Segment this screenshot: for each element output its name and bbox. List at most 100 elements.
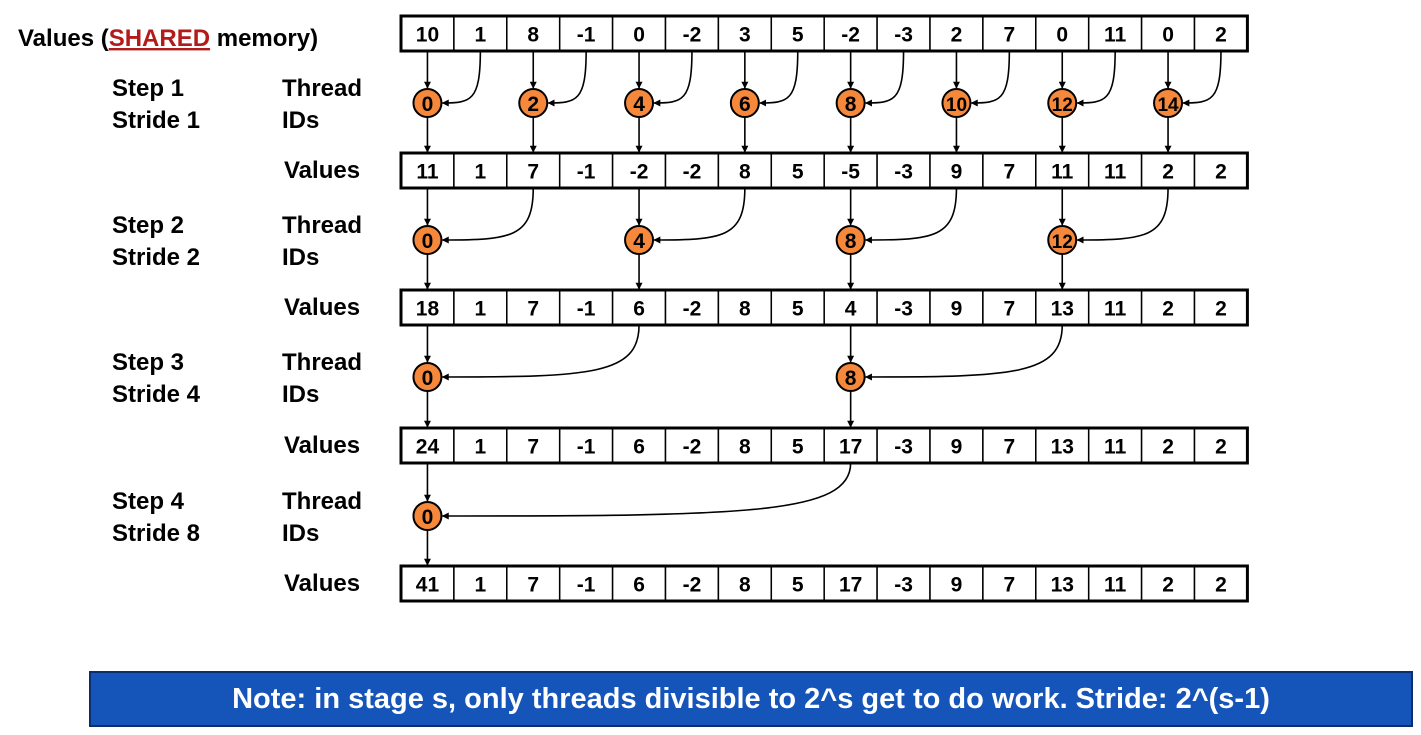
array-cell-value: 9 bbox=[951, 161, 963, 184]
arrow-curve bbox=[1182, 50, 1222, 107]
array-cell-value: 2 bbox=[1162, 574, 1174, 597]
array-cell bbox=[929, 152, 984, 189]
array-cell-value: 2 bbox=[1162, 161, 1174, 184]
thread-circle bbox=[518, 88, 549, 118]
array-cell-value: 7 bbox=[1004, 574, 1016, 597]
array-cell bbox=[1193, 289, 1249, 326]
thread-id: 0 bbox=[422, 506, 434, 529]
array-cell-value: 7 bbox=[527, 161, 539, 184]
array-cell-value: 11 bbox=[1104, 436, 1127, 459]
thread-id: 8 bbox=[845, 230, 857, 253]
array-cell-value: 7 bbox=[1004, 24, 1016, 47]
array-cell-value: -1 bbox=[577, 574, 596, 597]
array-cell-value: 5 bbox=[792, 24, 804, 47]
array-cell-value: -2 bbox=[683, 574, 702, 597]
thread-circle bbox=[412, 501, 443, 531]
array-cell-value: 11 bbox=[1104, 161, 1127, 184]
array-cell bbox=[823, 565, 878, 602]
array-cell bbox=[982, 565, 1037, 602]
array-cell-value: 8 bbox=[739, 161, 751, 184]
arrow-curve bbox=[864, 324, 1064, 381]
thread-id: 0 bbox=[422, 367, 434, 390]
arrow-curve bbox=[864, 50, 905, 107]
array-cell-value: 6 bbox=[633, 436, 645, 459]
thread-circle bbox=[624, 225, 655, 255]
thread-ids-label: IDs bbox=[282, 381, 319, 408]
array-cell-value: 1 bbox=[475, 298, 487, 321]
array-cell bbox=[1140, 152, 1196, 189]
array-cell-value: -2 bbox=[683, 24, 702, 47]
array-cell-value: 2 bbox=[1215, 574, 1227, 597]
array-cell-value: -1 bbox=[577, 24, 596, 47]
values-row-label: Values bbox=[284, 570, 360, 597]
thread-circle bbox=[1047, 225, 1078, 255]
array-cell bbox=[611, 427, 667, 464]
array-cell-value: 5 bbox=[792, 574, 804, 597]
thread-circle bbox=[729, 88, 760, 118]
array-cell bbox=[770, 15, 825, 52]
arrow-curve bbox=[1076, 50, 1116, 107]
array-cell-value: 7 bbox=[527, 436, 539, 459]
thread-id: 12 bbox=[1052, 95, 1073, 116]
thread-circle bbox=[835, 362, 866, 392]
thread-node: 4 bbox=[624, 225, 655, 255]
arrow-curve bbox=[441, 187, 535, 244]
array-cell-value: -2 bbox=[630, 161, 649, 184]
array-cell-value: 17 bbox=[839, 436, 862, 459]
note-box: Note: in stage s, only threads divisible… bbox=[89, 671, 1413, 727]
thread-circle bbox=[624, 88, 655, 118]
array-cell-value: 4 bbox=[845, 298, 857, 321]
array-cell-value: 8 bbox=[527, 24, 539, 47]
array-cell-value: 24 bbox=[416, 436, 440, 459]
stride-label: Stride 1 bbox=[112, 107, 200, 134]
step-label: Step 2 bbox=[112, 212, 184, 239]
arrow-curve bbox=[970, 50, 1011, 107]
array-cell-value: 13 bbox=[1051, 436, 1074, 459]
array-cell-value: 7 bbox=[1004, 436, 1016, 459]
arrow-curve bbox=[441, 324, 640, 381]
thread-node: 8 bbox=[835, 362, 866, 392]
array-cell bbox=[506, 565, 561, 602]
thread-circle bbox=[835, 225, 866, 255]
array-cell bbox=[1193, 15, 1249, 52]
array-cell-value: 8 bbox=[739, 436, 751, 459]
array-cell-value: 9 bbox=[951, 436, 963, 459]
thread-id: 4 bbox=[633, 93, 645, 116]
arrow-curve bbox=[1076, 187, 1169, 244]
array-cell bbox=[1087, 152, 1143, 189]
thread-ids-label: IDs bbox=[282, 244, 319, 271]
arrow-curve bbox=[547, 50, 587, 107]
header-label: Values (SHARED memory) bbox=[18, 25, 318, 52]
thread-circle bbox=[835, 88, 866, 118]
thread-label: Thread bbox=[282, 212, 362, 239]
array-cell-value: 7 bbox=[527, 298, 539, 321]
array-cell-value: 1 bbox=[475, 161, 487, 184]
arrow-curve bbox=[653, 187, 746, 244]
thread-id: 14 bbox=[1157, 95, 1179, 116]
arrow-curve bbox=[441, 50, 482, 107]
array-cell bbox=[929, 289, 984, 326]
array-cell bbox=[664, 15, 720, 52]
array-cell bbox=[876, 15, 931, 52]
thread-id: 10 bbox=[946, 95, 967, 116]
array-outline bbox=[399, 564, 1249, 603]
array-cell-value: 6 bbox=[633, 298, 645, 321]
array-cell-value: 8 bbox=[739, 574, 751, 597]
array-cell-value: 2 bbox=[1215, 436, 1227, 459]
array-cell-value: 0 bbox=[633, 24, 645, 47]
array-cell bbox=[1087, 289, 1143, 326]
array-cell-value: 1 bbox=[475, 574, 487, 597]
step-label: Step 1 bbox=[112, 75, 184, 102]
stride-label: Stride 2 bbox=[112, 244, 200, 271]
array-cell-value: 3 bbox=[739, 24, 751, 47]
thread-id: 0 bbox=[422, 230, 434, 253]
thread-id: 2 bbox=[527, 93, 539, 116]
thread-circle bbox=[412, 362, 443, 392]
array-outline bbox=[399, 14, 1249, 53]
thread-node: 0 bbox=[412, 362, 443, 392]
array-cell-value: -3 bbox=[894, 574, 913, 597]
array-cell-value: -3 bbox=[894, 24, 913, 47]
